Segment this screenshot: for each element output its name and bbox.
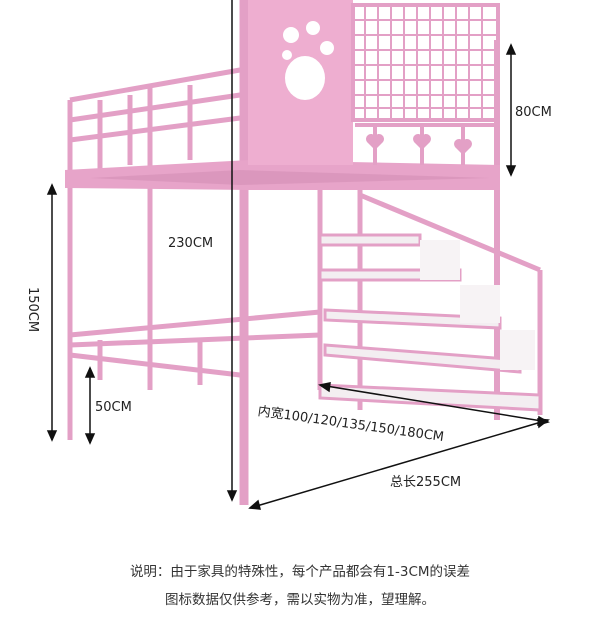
grid-guardrail	[351, 3, 500, 165]
bed-frame	[67, 0, 543, 505]
disclaimer-line-2: 图标数据仅供参考，需以实物为准，望理解。	[165, 592, 435, 608]
total-height-label: 230CM	[168, 236, 214, 251]
heart-decorations	[366, 134, 472, 155]
bottom-clearance-label: 50CM	[95, 400, 132, 415]
under-height-label: 150CM	[25, 286, 41, 333]
stair-shelves	[318, 233, 542, 412]
paw-print-icon	[282, 21, 334, 100]
dimension-lines	[46, 0, 550, 510]
top-height-label: 80CM	[515, 105, 552, 120]
total-length-label: 总长255CM	[390, 475, 462, 490]
disclaimer-line-1: 说明：由于家具的特殊性，每个产品都会有1-3CM的误差	[129, 564, 471, 580]
